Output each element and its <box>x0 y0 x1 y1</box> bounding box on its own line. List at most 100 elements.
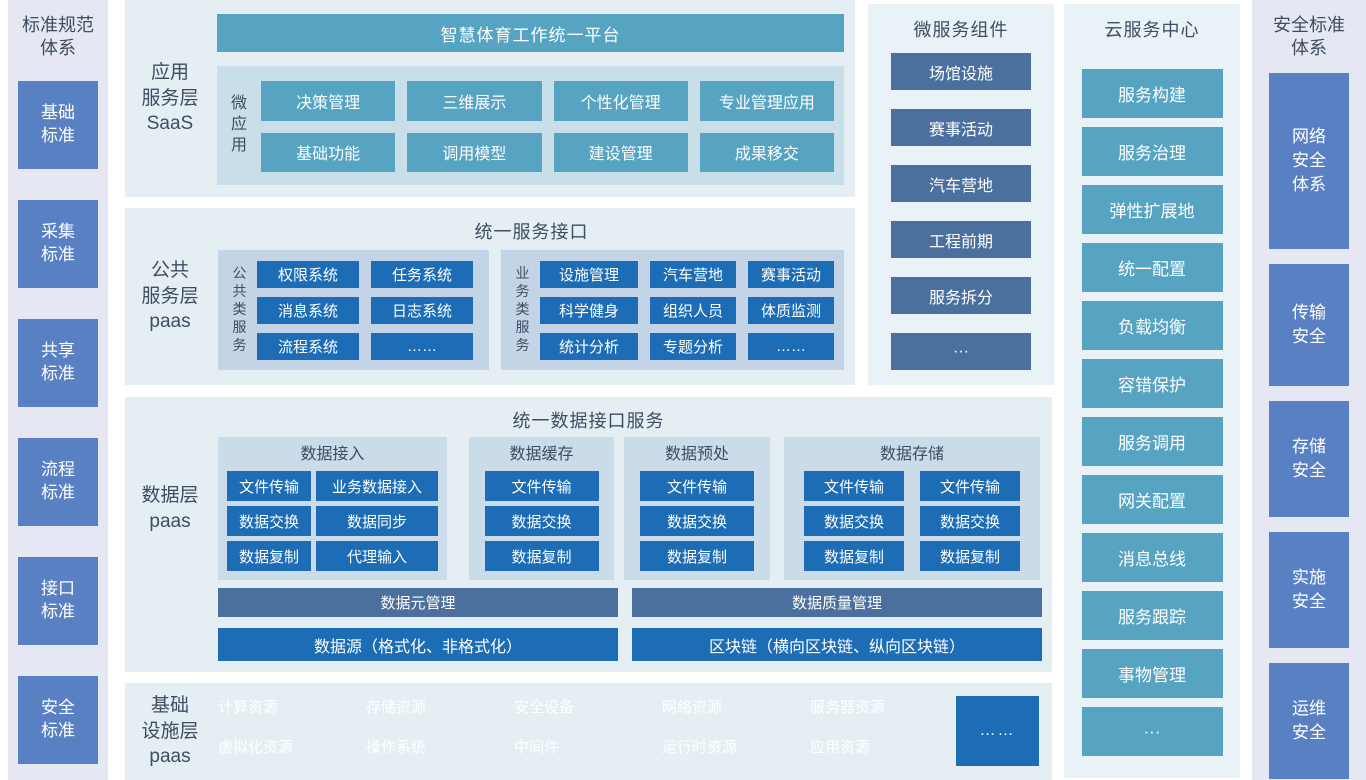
data-group-title: 数据缓存 <box>509 446 574 463</box>
data-quality-bar: 数据质量管理 <box>632 588 1042 617</box>
resource-box: 网络资源 <box>662 699 723 716</box>
cloud-service-box: 服务跟踪 <box>1081 591 1223 640</box>
security-sidebar-title: 安全标准 体系 <box>1273 15 1345 59</box>
cloud-service-box: 服务调用 <box>1081 417 1223 466</box>
cloud-service-box: ··· <box>1081 707 1223 756</box>
microservice-box: 赛事活动 <box>891 109 1031 146</box>
data-item-box: 代理输入 <box>316 541 438 571</box>
security-standard-item: 实施 安全 <box>1269 531 1349 648</box>
data-cache-group: 数据缓存 文件传输数据交换数据复制 <box>469 437 614 580</box>
standard-item: 共享 标准 <box>18 318 98 407</box>
data-layer-label: 数据层 paas <box>141 484 199 532</box>
cloud-service-box: 弹性扩展地 <box>1081 185 1223 234</box>
data-preprocess-group: 数据预处 文件传输数据交换数据复制 <box>624 437 770 580</box>
data-group-title: 数据存储 <box>879 446 944 463</box>
data-group-title: 数据预处 <box>664 446 729 463</box>
infra-resources-grid: 计算资源存储资源安全设备网络资源服务器资源 虚拟化资源操作系统中间件运行时资源应… <box>218 696 944 766</box>
data-access-grid: 文件传输业务数据接入数据交换数据同步数据复制代理输入 <box>218 471 447 571</box>
unified-service-interface-header: 统一服务接口 <box>474 222 589 242</box>
resource-box: 运行时资源 <box>662 739 738 756</box>
data-item-box: 数据复制 <box>920 541 1020 571</box>
standard-item: 采集 标准 <box>18 199 98 288</box>
data-item-box: 业务数据接入 <box>316 471 438 501</box>
public-layer-label: 公共 服务层 paas <box>141 260 199 333</box>
micro-app-box: 建设管理 <box>553 132 688 172</box>
micro-apps-panel: 微 应 用 决策管理三维展示个性化管理专业管理应用基础功能调用模型建设管理成果移… <box>217 66 844 185</box>
standard-item: 流程 标准 <box>18 437 98 526</box>
cloud-service-box: 服务构建 <box>1081 69 1223 118</box>
cloud-service-box: 统一配置 <box>1081 243 1223 292</box>
micro-app-box: 个性化管理 <box>553 81 688 121</box>
cloud-service-center-column: 云服务中心 服务构建服务治理弹性扩展地统一配置负载均衡容错保护服务调用网关配置消… <box>1064 4 1240 778</box>
security-standard-item: 存储 安全 <box>1269 400 1349 517</box>
platform-title-bar: 智慧体育工作统一平台 <box>217 14 844 52</box>
business-services-vertical-label: 业务类服务 <box>515 265 530 353</box>
resource-box: 应用资源 <box>810 739 871 756</box>
data-item-box: 数据交换 <box>920 506 1020 536</box>
resource-box: 存储资源 <box>366 699 427 716</box>
data-preprocess-grid: 文件传输数据交换数据复制 <box>624 471 770 571</box>
standard-item: 安全 标准 <box>18 675 98 764</box>
data-item-box: 数据复制 <box>484 541 599 571</box>
saas-layer-label: 应用 服务层 SaaS <box>141 62 199 135</box>
micro-apps-grid: 决策管理三维展示个性化管理专业管理应用基础功能调用模型建设管理成果移交 <box>261 81 834 172</box>
micro-app-box: 三维展示 <box>407 81 542 121</box>
cloud-service-box: 服务治理 <box>1081 127 1223 176</box>
cloud-service-box: 负载均衡 <box>1081 301 1223 350</box>
service-box: 统计分析 <box>540 332 638 360</box>
data-panels-row: 数据接入 文件传输业务数据接入数据交换数据同步数据复制代理输入 数据缓存 文件传… <box>218 437 1040 580</box>
data-item-box: 数据交换 <box>804 506 904 536</box>
resource-box: 操作系统 <box>366 739 427 756</box>
data-item-box: 文件传输 <box>484 471 599 501</box>
microservice-list: 场馆设施赛事活动汽车营地工程前期服务拆分··· <box>868 53 1054 370</box>
data-item-box: 文件传输 <box>804 471 904 501</box>
service-box: 赛事活动 <box>748 260 834 288</box>
business-services-grid: 设施管理汽车营地赛事活动科学健身组织人员体质监测统计分析专题分析…… <box>540 260 834 360</box>
data-item-box: 数据交换 <box>484 506 599 536</box>
standards-sidebar-title: 标准规范 体系 <box>22 15 94 59</box>
micro-app-box: 决策管理 <box>261 81 396 121</box>
security-standards-sidebar: 安全标准 体系 网络 安全 体系传输 安全存储 安全实施 安全运维 安全 <box>1252 0 1366 780</box>
microservice-box: 场馆设施 <box>891 53 1031 90</box>
common-services-vertical-label: 公共类服务 <box>232 265 247 353</box>
standards-list: 基础 标准采集 标准共享 标准流程 标准接口 标准安全 标准 <box>8 80 108 764</box>
micro-apps-vertical-label: 微 应 用 <box>231 95 248 154</box>
micro-app-box: 专业管理应用 <box>699 81 834 121</box>
data-source-bars-row: 数据源（格式化、非格式化） 区块链（横向区块链、纵向区块链） <box>218 628 1042 661</box>
cloud-service-box: 网关配置 <box>1081 475 1223 524</box>
microservice-components-column: 微服务组件 场馆设施赛事活动汽车营地工程前期服务拆分··· <box>868 4 1054 385</box>
service-box: …… <box>748 332 834 360</box>
security-standard-item: 传输 安全 <box>1269 263 1349 386</box>
resource-box: 服务器资源 <box>810 699 886 716</box>
cloud-service-box: 容错保护 <box>1081 359 1223 408</box>
service-box: 任务系统 <box>371 260 473 288</box>
service-box: 科学健身 <box>540 296 638 324</box>
resource-box: 计算资源 <box>218 699 279 716</box>
service-box: 流程系统 <box>257 332 359 360</box>
micro-app-box: 成果移交 <box>699 132 834 172</box>
business-services-panel: 业务类服务 设施管理汽车营地赛事活动科学健身组织人员体质监测统计分析专题分析…… <box>501 250 844 370</box>
micro-app-box: 基础功能 <box>261 132 396 172</box>
infra-ellipsis-box: …… <box>956 696 1039 766</box>
data-meta-bars-row: 数据元管理 数据质量管理 <box>218 588 1042 617</box>
service-box: 设施管理 <box>540 260 638 288</box>
standard-item: 基础 标准 <box>18 80 98 169</box>
cloud-service-box: 消息总线 <box>1081 533 1223 582</box>
data-item-box: 文件传输 <box>920 471 1020 501</box>
resource-box: 中间件 <box>514 739 560 756</box>
security-standard-item: 网络 安全 体系 <box>1269 72 1349 249</box>
data-item-box: 文件传输 <box>227 471 311 501</box>
microservice-box: 工程前期 <box>891 221 1031 258</box>
data-access-group: 数据接入 文件传输业务数据接入数据交换数据同步数据复制代理输入 <box>218 437 447 580</box>
service-box: 消息系统 <box>257 296 359 324</box>
microservice-column-title: 微服务组件 <box>913 20 1009 40</box>
data-item-box: 数据复制 <box>227 541 311 571</box>
security-standard-item: 运维 安全 <box>1269 662 1349 779</box>
security-standards-list: 网络 安全 体系传输 安全存储 安全实施 安全运维 安全 <box>1252 72 1366 779</box>
infra-layer-label: 基础 设施层 paas <box>141 695 199 768</box>
service-box: 日志系统 <box>371 296 473 324</box>
data-cache-grid: 文件传输数据交换数据复制 <box>469 471 614 571</box>
public-service-layer-section: 统一服务接口 公共 服务层 paas 公共类服务 权限系统任务系统消息系统日志系… <box>125 208 855 385</box>
saas-layer-section: 应用 服务层 SaaS 智慧体育工作统一平台 微 应 用 决策管理三维展示个性化… <box>125 0 855 197</box>
micro-app-box: 调用模型 <box>407 132 542 172</box>
